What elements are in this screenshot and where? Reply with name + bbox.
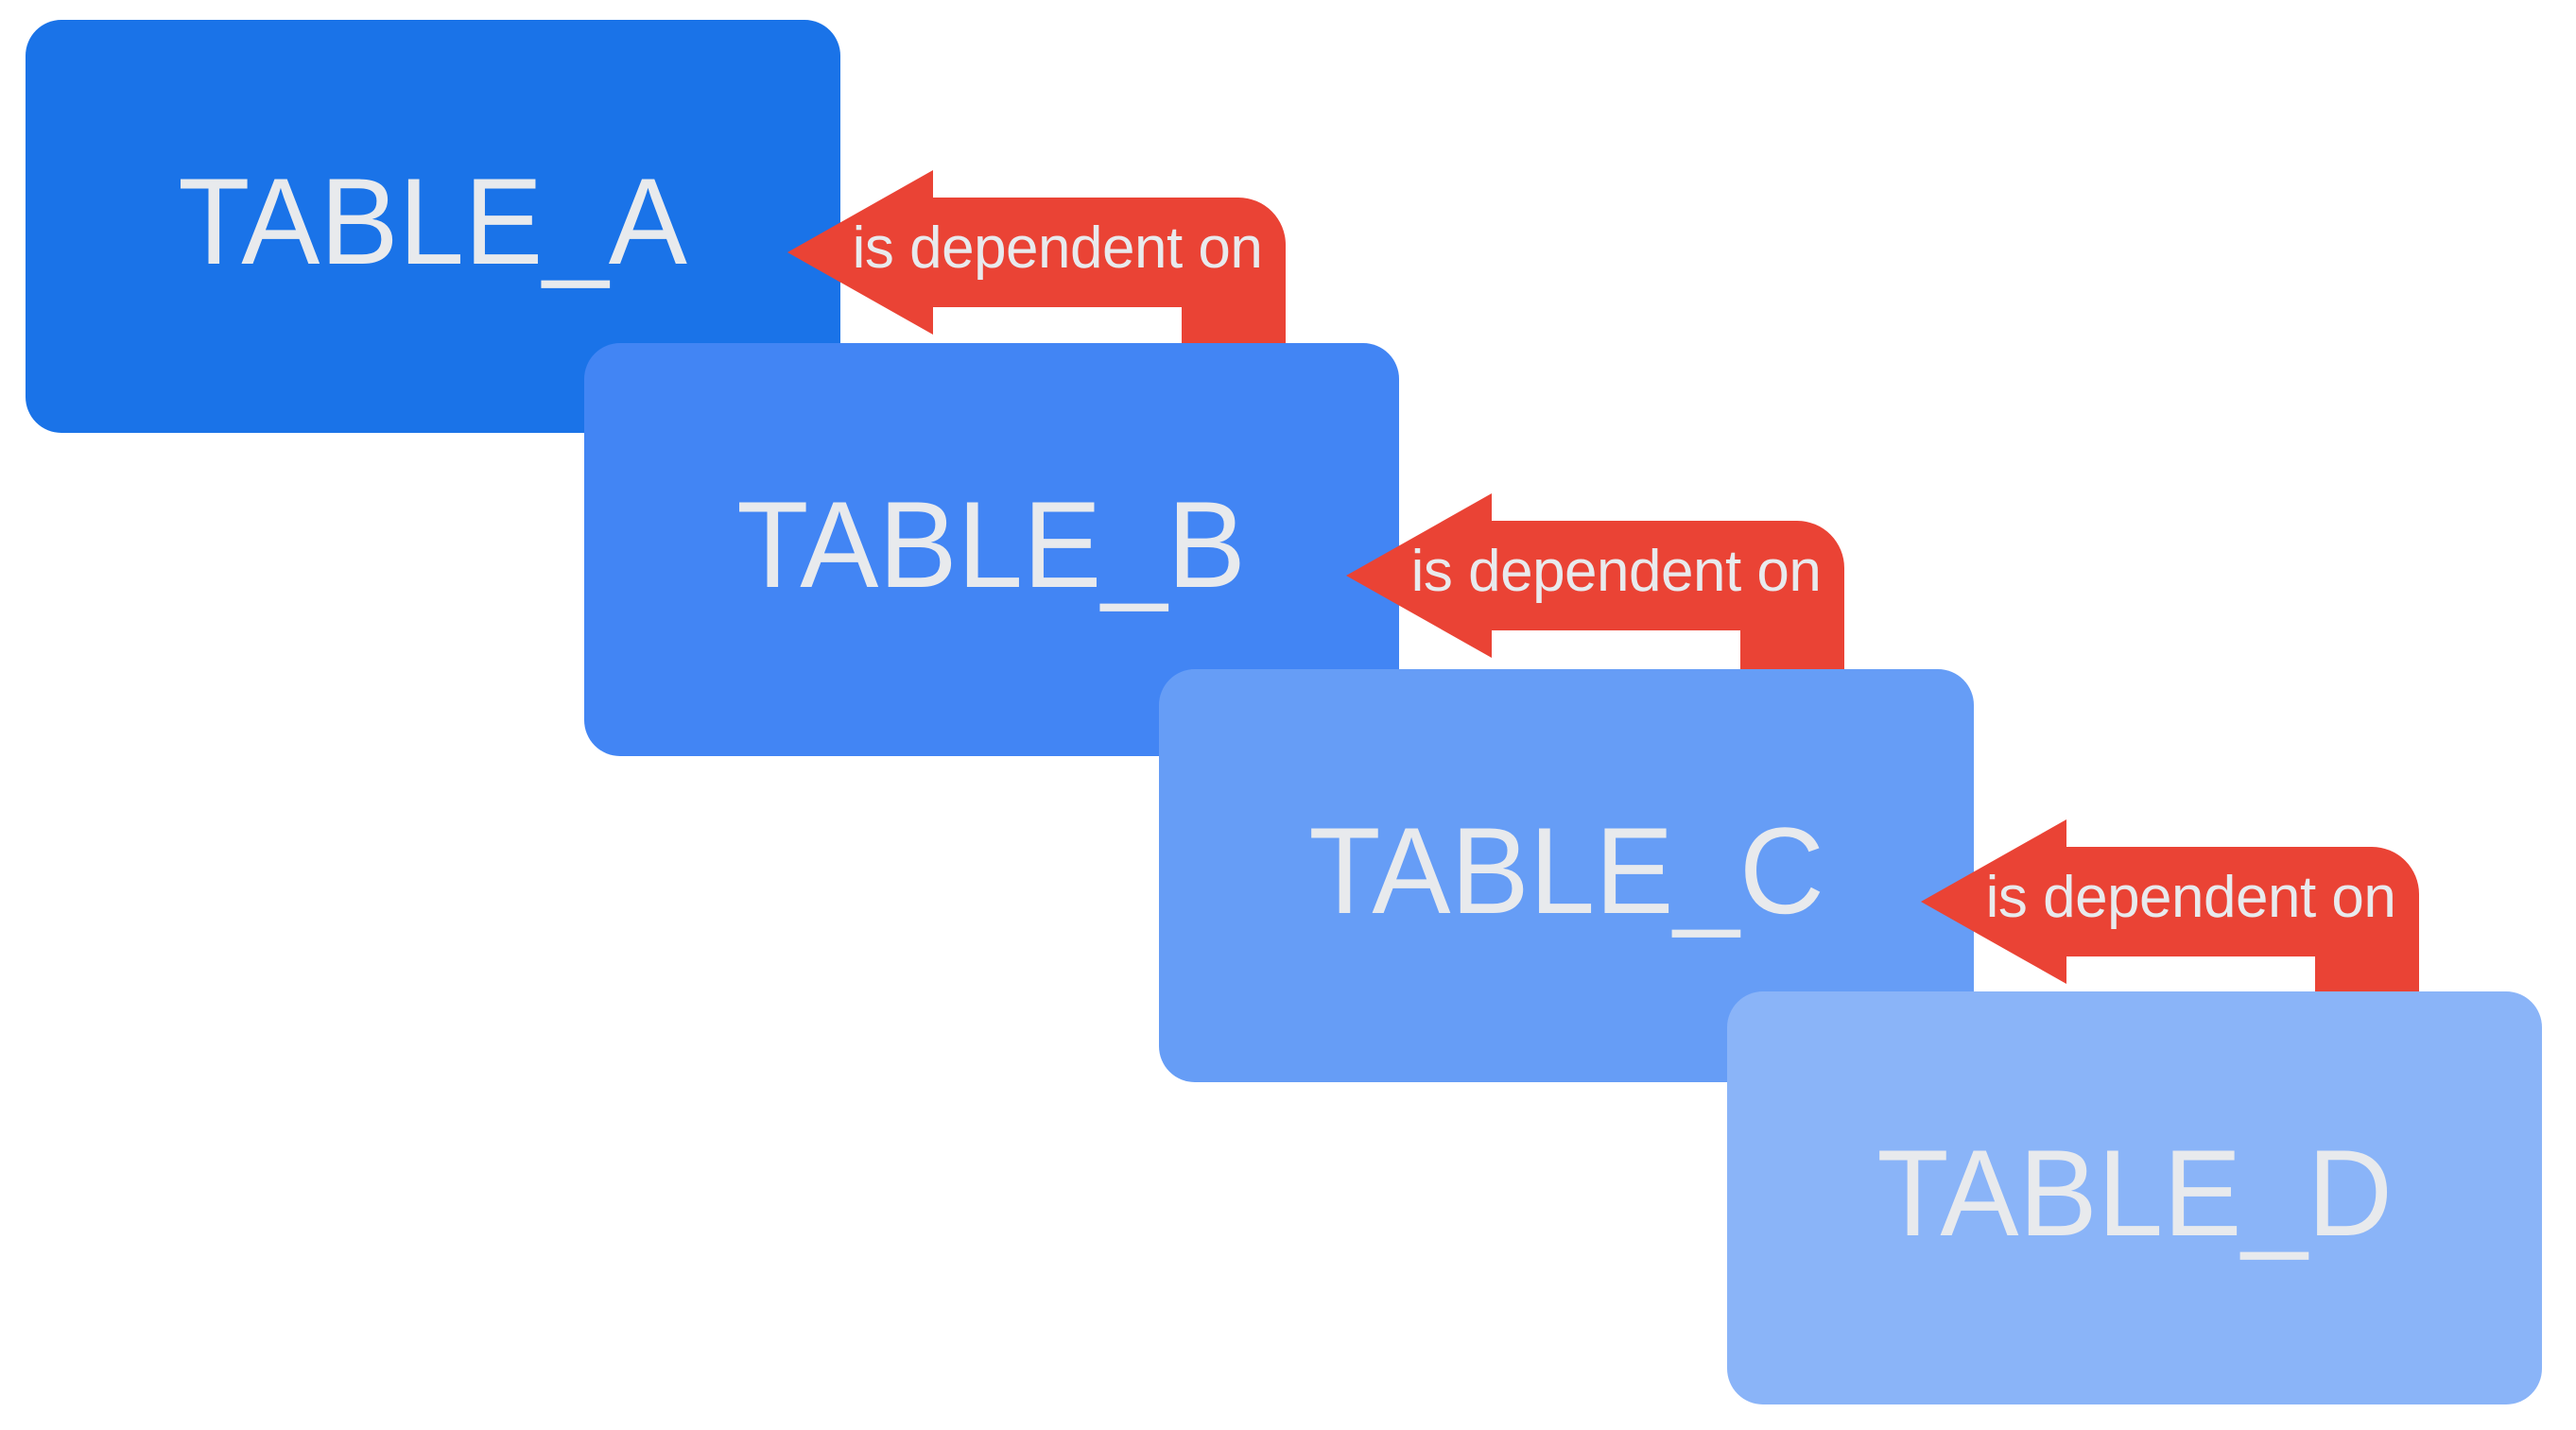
left-elbow-arrow-icon [1346,493,1844,679]
table-b-label: TABLE_B [736,474,1247,613]
table-c-label: TABLE_C [1308,801,1824,939]
left-elbow-arrow-shape [1346,493,1844,679]
left-elbow-arrow-icon [1921,819,2419,1005]
dependency-arrow-b-to-a: is dependent on [787,170,1286,355]
dependency-arrow-c-to-b: is dependent on [1346,493,1844,679]
dependency-arrow-d-to-c: is dependent on [1921,819,2419,1005]
table-d-box: TABLE_D [1727,991,2542,1404]
table-a-box: TABLE_A [26,20,840,433]
left-elbow-arrow-icon [787,170,1286,355]
arrow-label: is dependent on [1410,538,1822,604]
arrow-label: is dependent on [852,215,1263,281]
table-d-label: TABLE_D [1876,1123,2393,1262]
arrow-label: is dependent on [1985,864,2396,930]
table-a-label: TABLE_A [178,151,688,290]
left-elbow-arrow-shape [787,170,1286,355]
left-elbow-arrow-shape [1921,819,2419,1005]
